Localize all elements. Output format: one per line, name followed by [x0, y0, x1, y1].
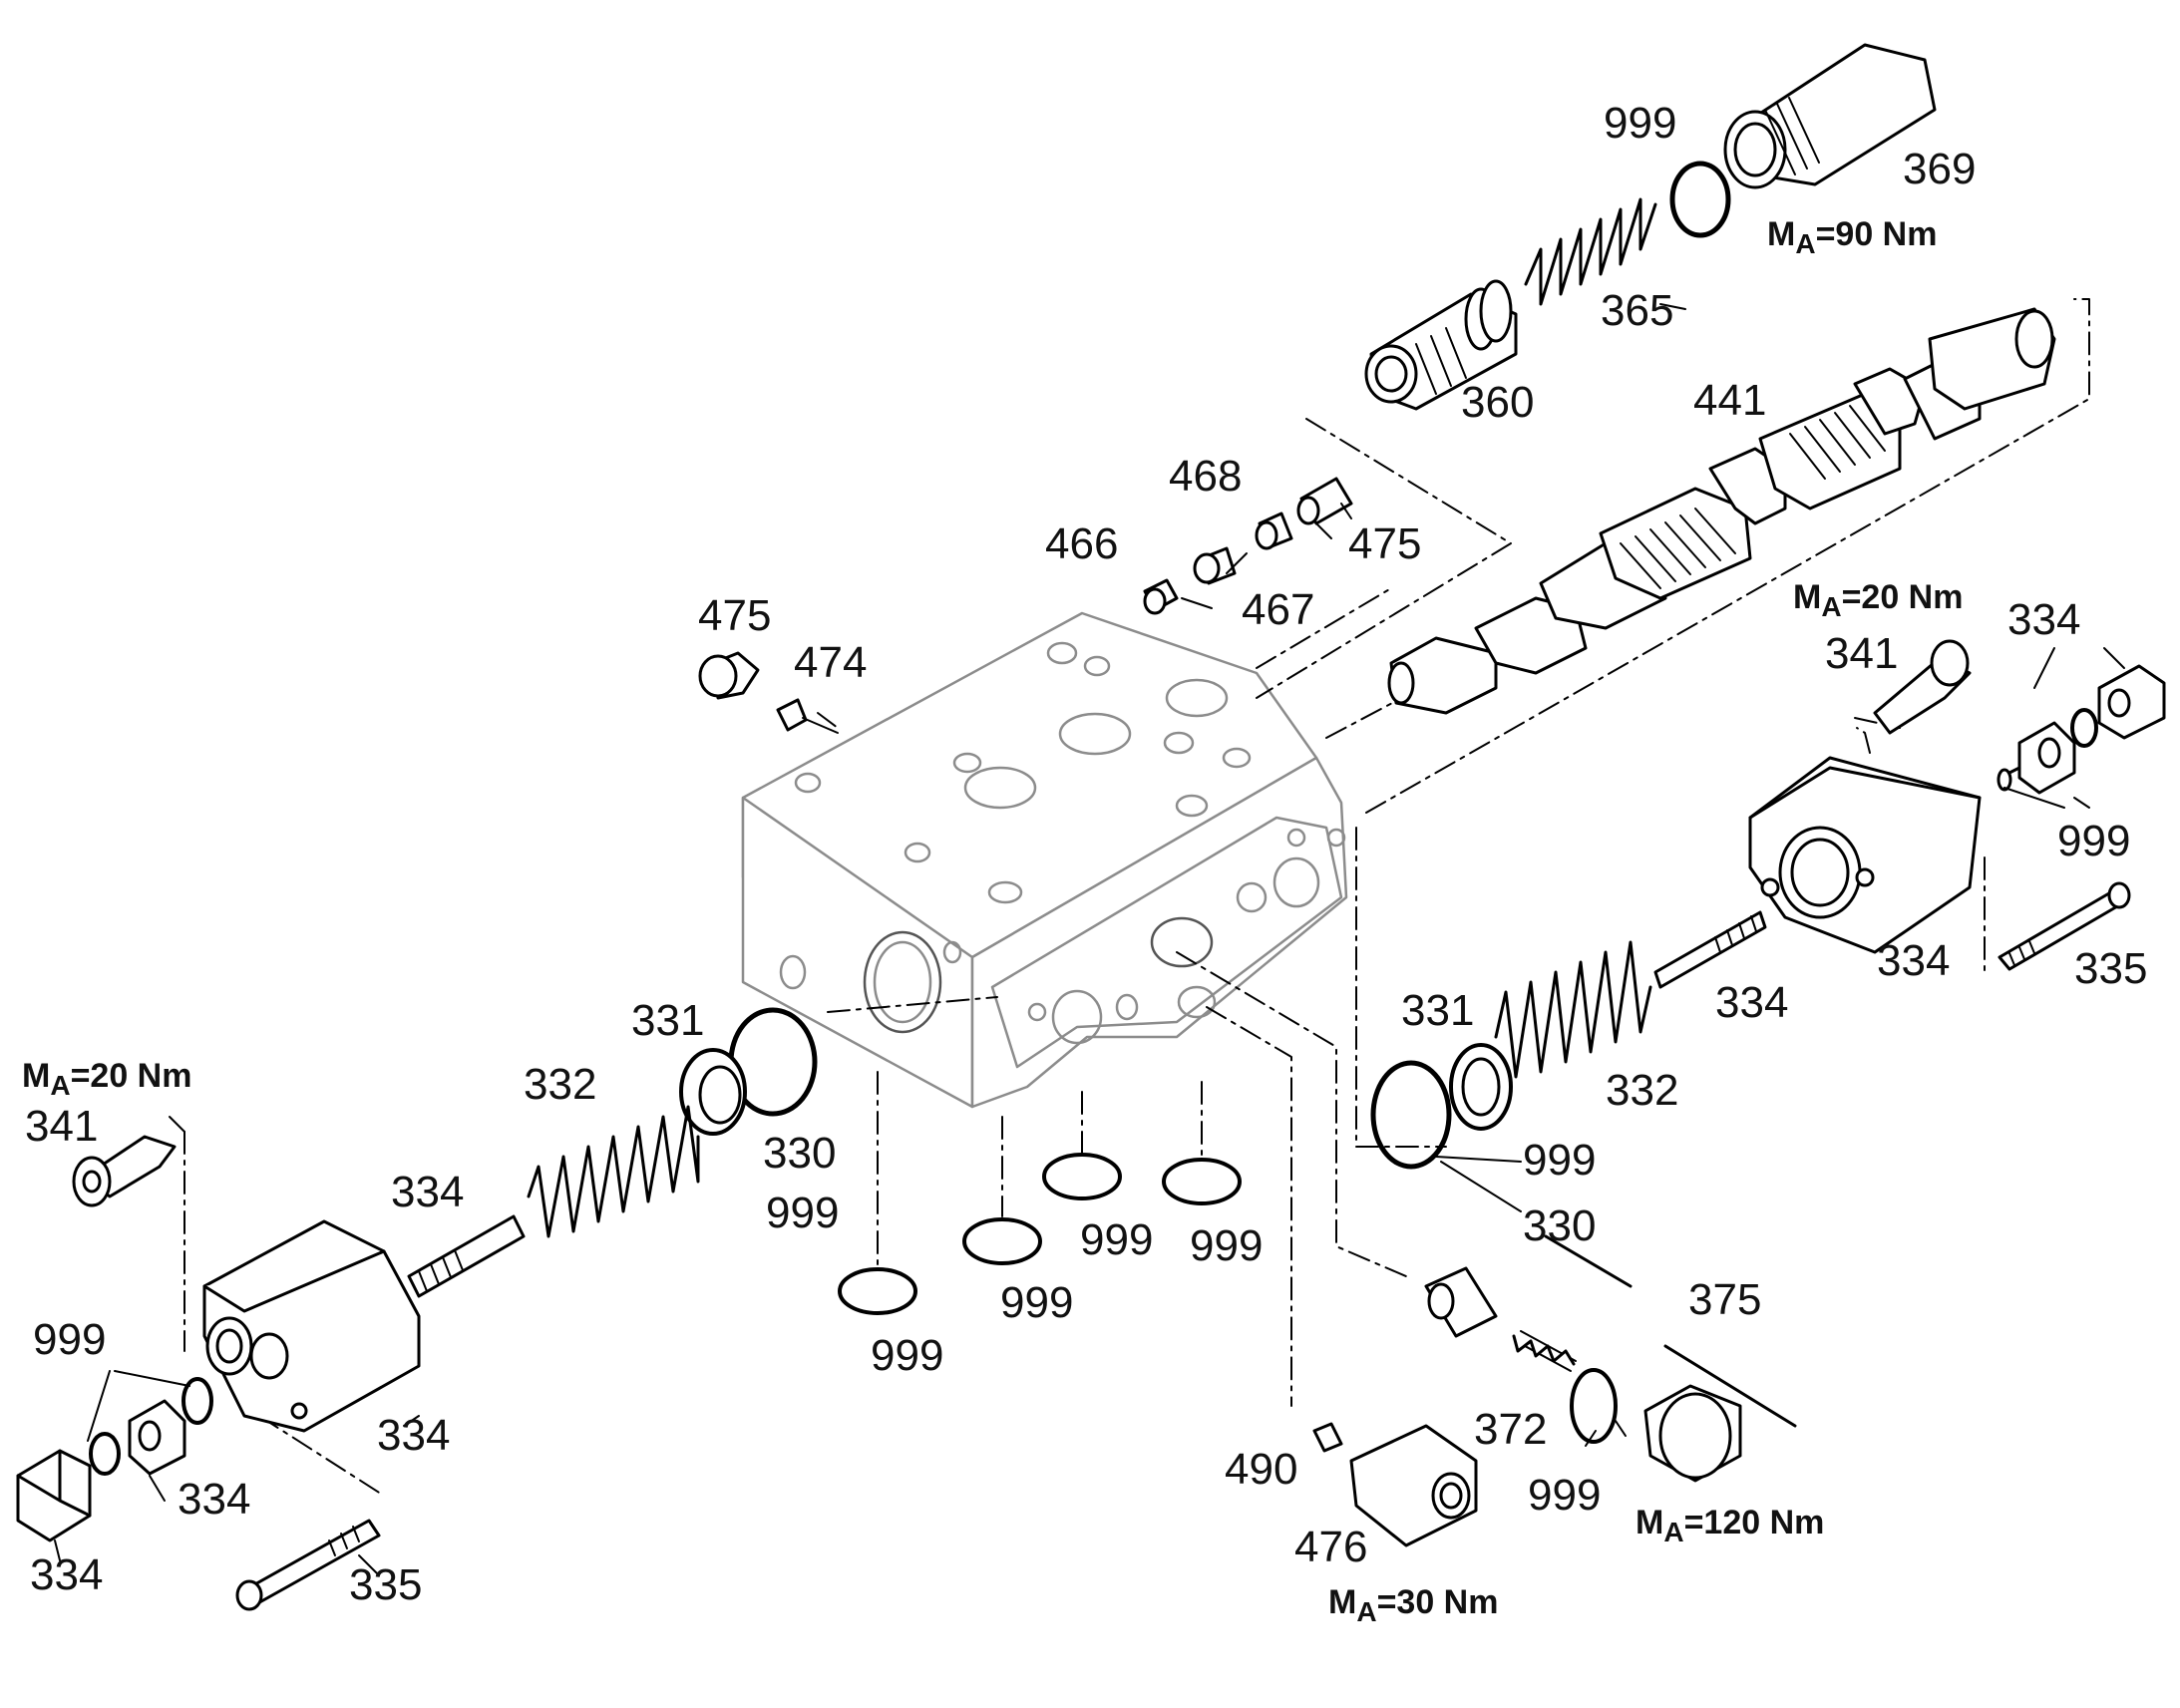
callout-330[interactable]: 330	[763, 1129, 837, 1178]
torque-spec-20-left: MA=20 Nm	[22, 1057, 192, 1101]
callout-334[interactable]: 334	[1715, 978, 1789, 1027]
callout-475[interactable]: 475	[1348, 519, 1422, 568]
oring-330-right	[1370, 1060, 1452, 1170]
callout-375[interactable]: 375	[1688, 1275, 1762, 1324]
rod-334-right	[1653, 910, 1767, 989]
callout-999[interactable]: 999	[33, 1315, 107, 1364]
nut-cap-334-left	[16, 1377, 213, 1542]
torque-spec-30: MA=30 Nm	[1328, 1583, 1499, 1627]
plug-assembly-375	[1424, 1234, 1797, 1483]
bolt-341-left	[72, 1135, 177, 1207]
left-cover-334	[202, 1219, 421, 1433]
callout-441[interactable]: 441	[1693, 376, 1767, 425]
torque-spec-90: MA=90 Nm	[1767, 215, 1938, 259]
callout-334[interactable]: 334	[377, 1411, 451, 1460]
spool-441	[1387, 307, 2056, 715]
callout-999[interactable]: 999	[2057, 817, 2131, 865]
valve-housing	[741, 611, 1348, 1109]
callout-334[interactable]: 334	[391, 1168, 465, 1216]
callout-331[interactable]: 331	[1401, 986, 1475, 1035]
callout-999[interactable]: 999	[871, 1331, 944, 1380]
callout-999[interactable]: 999	[766, 1189, 840, 1237]
torque-spec-20-right: MA=20 Nm	[1793, 578, 1964, 622]
callout-999[interactable]: 999	[1528, 1471, 1602, 1520]
assembly-lines	[169, 298, 2090, 1497]
nut-334-right	[1997, 664, 2166, 795]
callout-341[interactable]: 341	[1825, 629, 1899, 678]
right-cover-334	[1748, 756, 1982, 954]
callout-369[interactable]: 369	[1903, 145, 1977, 193]
callout-330[interactable]: 330	[1523, 1201, 1597, 1250]
callout-341[interactable]: 341	[25, 1102, 99, 1151]
callout-334[interactable]: 334	[1877, 936, 1951, 985]
cartridge-360	[1364, 279, 1518, 411]
spring-332-right	[1494, 940, 1652, 1079]
callout-467[interactable]: 467	[1242, 585, 1315, 634]
callout-466[interactable]: 466	[1045, 519, 1119, 568]
callout-999[interactable]: 999	[1080, 1215, 1154, 1264]
callout-999[interactable]: 999	[1523, 1136, 1597, 1185]
callout-490[interactable]: 490	[1225, 1445, 1298, 1494]
callout-475[interactable]: 475	[698, 591, 772, 640]
callout-335[interactable]: 335	[2074, 944, 2148, 993]
callout-365[interactable]: 365	[1601, 286, 1674, 335]
spring-332-left	[527, 1105, 700, 1238]
torque-spec-120: MA=120 Nm	[1635, 1504, 1825, 1547]
callout-999[interactable]: 999	[1190, 1221, 1264, 1270]
callout-335[interactable]: 335	[349, 1560, 423, 1609]
screw-335-left	[235, 1519, 381, 1611]
callout-360[interactable]: 360	[1461, 378, 1535, 427]
callout-468[interactable]: 468	[1169, 452, 1243, 501]
small-parts-top	[698, 477, 1353, 732]
leader-lines	[54, 303, 2125, 1576]
oring-set-999	[838, 1153, 1242, 1315]
callout-474[interactable]: 474	[794, 638, 868, 687]
oring-999-top	[1669, 161, 1731, 238]
callout-476[interactable]: 476	[1294, 1523, 1368, 1571]
callout-999[interactable]: 999	[1604, 99, 1677, 148]
rod-334-left	[407, 1214, 526, 1298]
bolt-341-right	[1873, 639, 1972, 735]
fitting-476	[1312, 1422, 1478, 1547]
callout-334[interactable]: 334	[2007, 595, 2081, 644]
callout-999[interactable]: 999	[1000, 1278, 1074, 1327]
callout-334[interactable]: 334	[30, 1550, 104, 1599]
plug-369	[1723, 43, 1937, 189]
callout-332[interactable]: 332	[524, 1060, 597, 1109]
seat-331-right	[1449, 1043, 1513, 1131]
spring-365	[1524, 197, 1657, 306]
screw-335-right	[1998, 881, 2131, 971]
callout-331[interactable]: 331	[631, 996, 705, 1045]
seat-331-left	[679, 1048, 747, 1136]
callout-372[interactable]: 372	[1474, 1405, 1548, 1454]
callout-332[interactable]: 332	[1606, 1066, 1679, 1115]
callout-334[interactable]: 334	[178, 1475, 251, 1524]
